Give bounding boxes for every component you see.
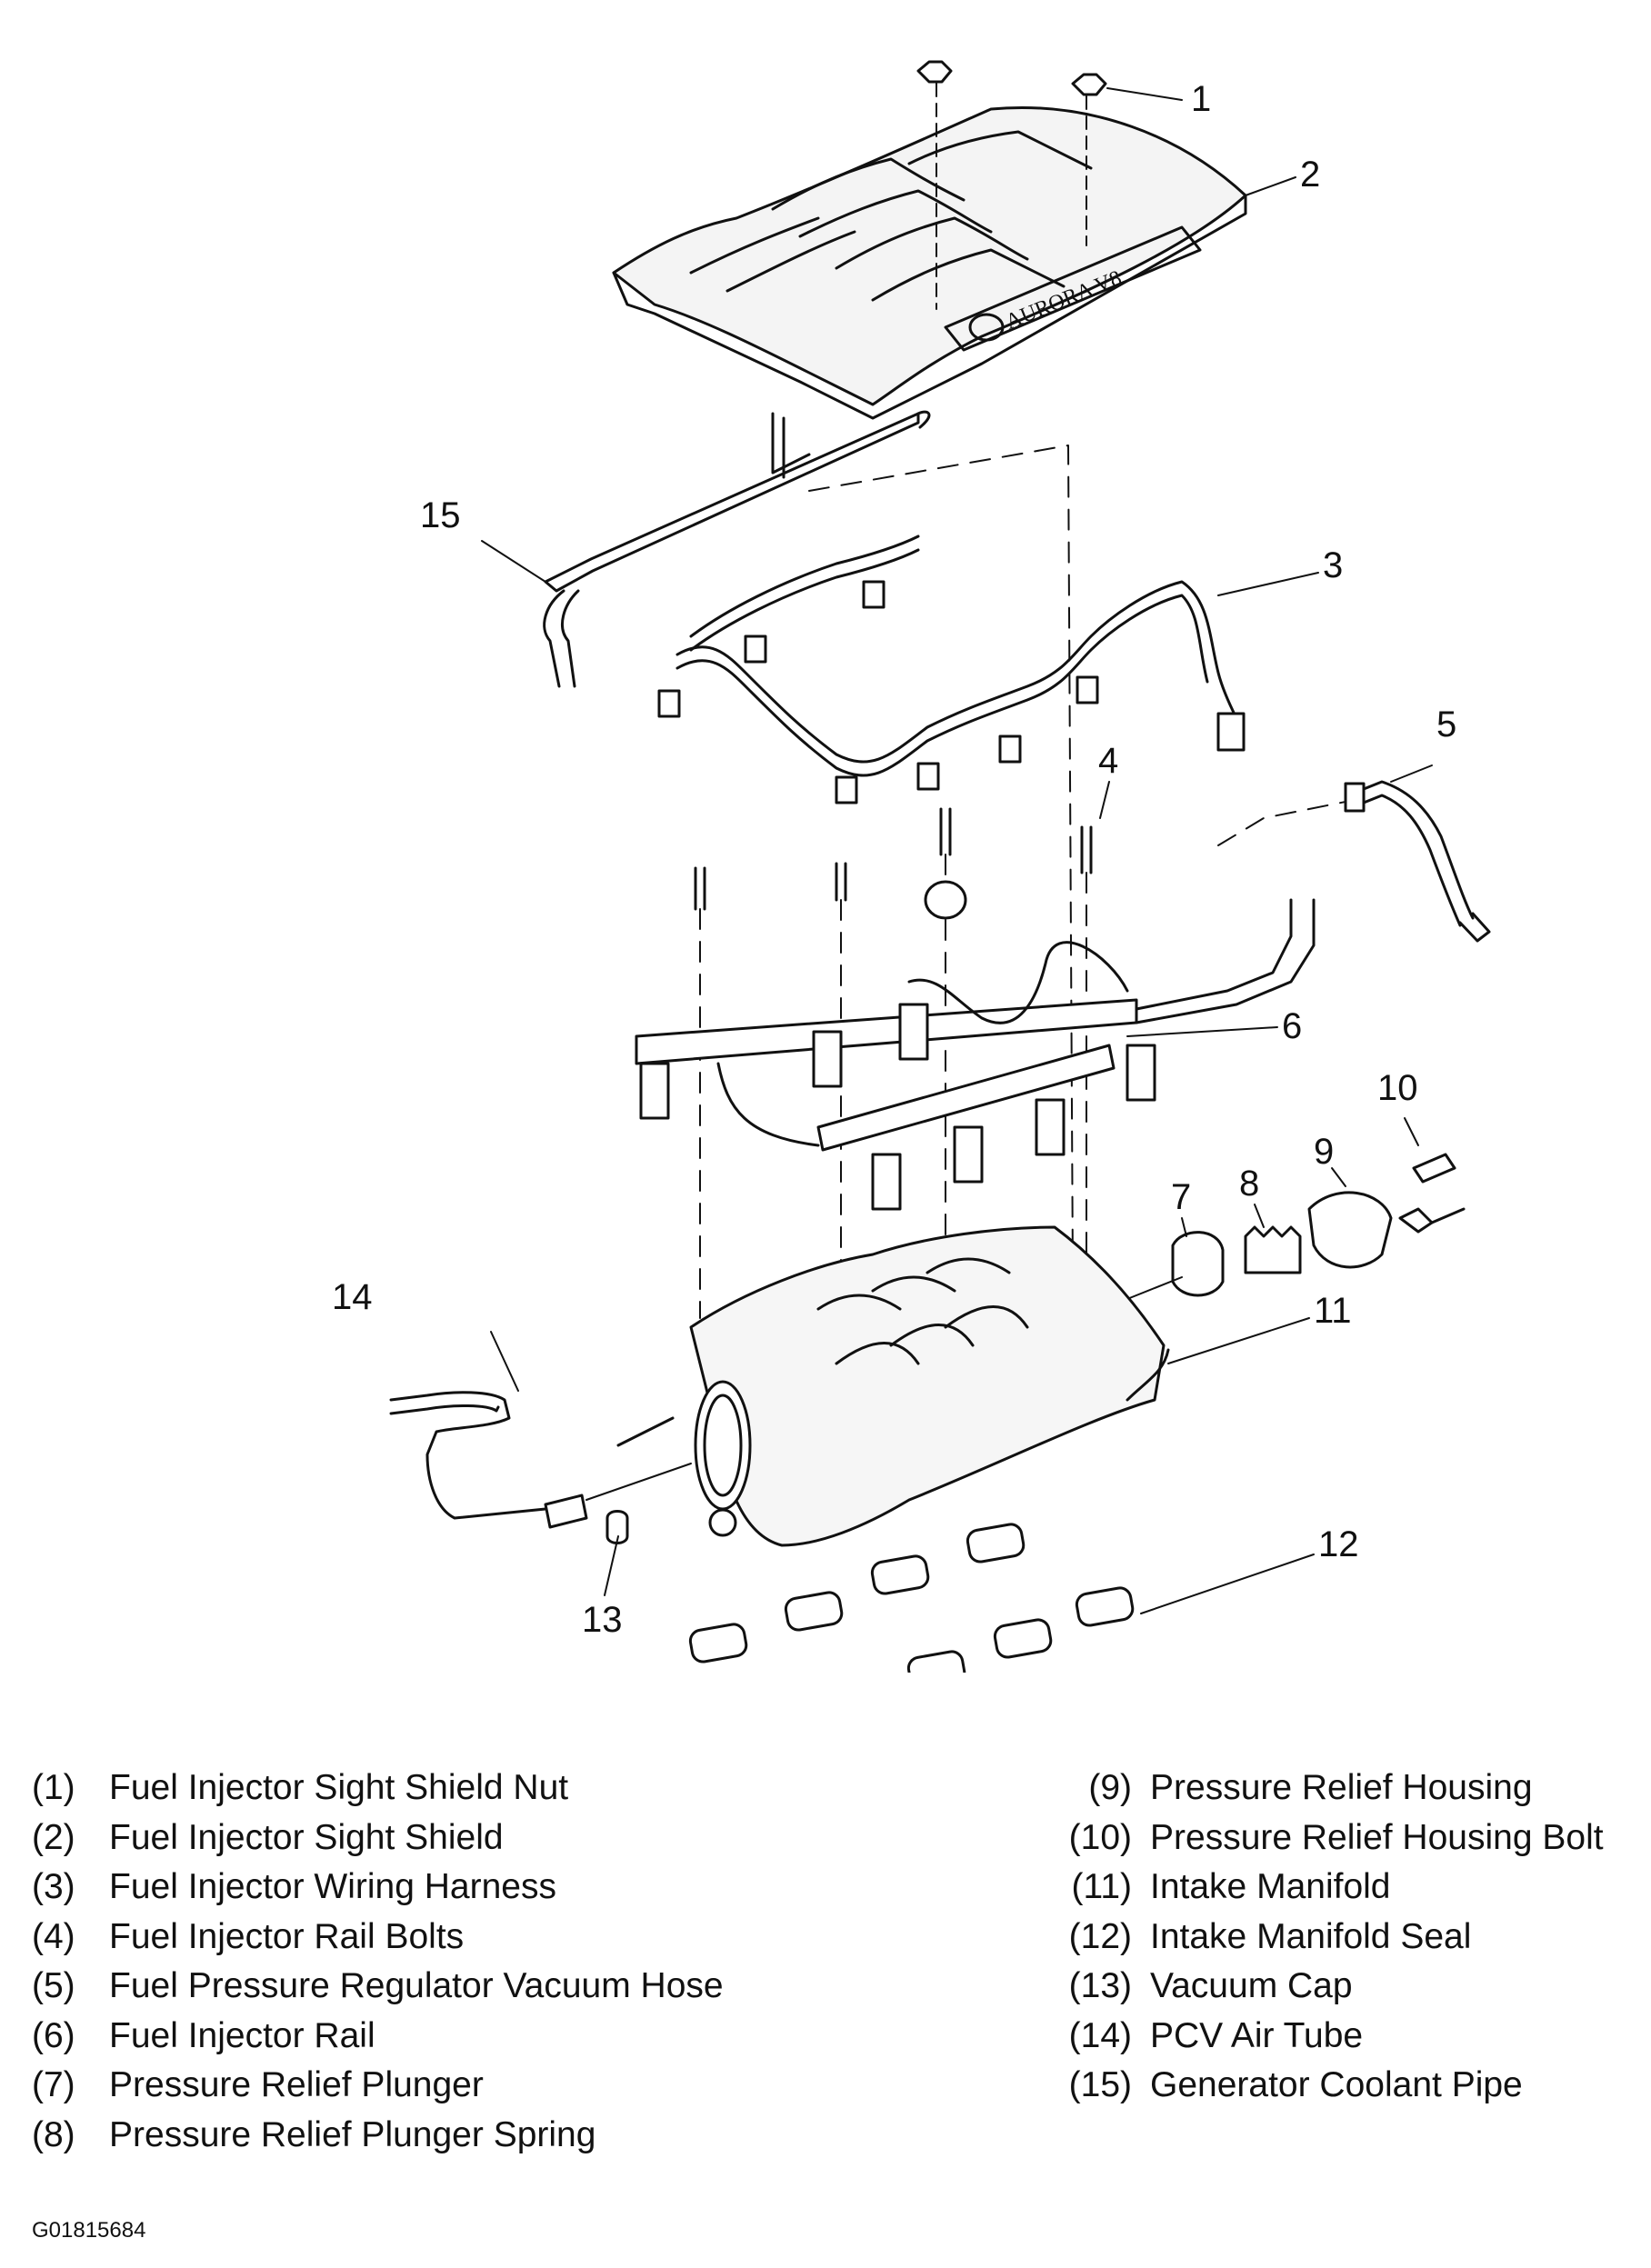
legend-label: Fuel Injector Sight Shield [109,1817,504,1857]
legend-label: PCV Air Tube [1150,2015,1364,2055]
legend-number: (2) [32,1817,75,1857]
legend-item-4: (4) Fuel Injector Rail Bolts [32,1913,724,1963]
legend-label: Fuel Pressure Regulator Vacuum Hose [109,1966,724,2005]
callout-numbers: 1 2 3 4 5 6 7 8 9 10 11 12 13 14 15 [332,79,1456,1640]
legend-label: Intake Manifold Seal [1150,1916,1472,1956]
legend-number: (10) [1068,1817,1132,1857]
callout-6: 6 [1282,1006,1302,1046]
legend-number: (14) [1068,2015,1132,2055]
legend-label: Fuel Injector Sight Shield Nut [109,1768,569,1807]
legend-label: Pressure Relief Housing [1150,1768,1533,1807]
sight-shield-part: AURORA V8 [612,105,1247,420]
legend-label: Pressure Relief Plunger Spring [109,2114,596,2154]
legend-number: (4) [32,1916,75,1956]
legend-item-2: (2) Fuel Injector Sight Shield [32,1813,724,1863]
legend-item-11: (11) Intake Manifold [1032,1863,1604,1913]
callout-14: 14 [332,1277,373,1317]
legend-label: Fuel Injector Rail Bolts [109,1916,465,1956]
callout-12: 12 [1318,1524,1359,1564]
legend-item-10: (10) Pressure Relief Housing Bolt [1032,1813,1604,1863]
callout-10: 10 [1377,1068,1418,1108]
legend-number: (12) [1068,1916,1132,1956]
callout-9: 9 [1314,1132,1334,1172]
callout-8: 8 [1239,1164,1259,1204]
legend-item-6: (6) Fuel Injector Rail [32,2012,724,2062]
legend-label: Fuel Injector Rail [109,2015,375,2055]
legend-number: (7) [32,2065,75,2104]
legend-right-column: (9) Pressure Relief Housing (10) Pressure … [1032,1763,1604,2111]
legend-label: Fuel Injector Wiring Harness [109,1867,556,1906]
legend-item-12: (12) Intake Manifold Seal [1032,1913,1604,1963]
legend-number: (6) [32,2015,75,2055]
legend-number: (1) [32,1768,75,1807]
legend-item-1: (1) Fuel Injector Sight Shield Nut [32,1763,724,1813]
legend-number: (8) [32,2114,75,2154]
callout-3: 3 [1323,545,1343,585]
legend-number: (13) [1068,1966,1132,2005]
intake-manifold-seals-part [688,1523,1135,1673]
legend-item-9: (9) Pressure Relief Housing [1032,1763,1604,1813]
intake-manifold-part [616,1225,1170,1547]
legend-number: (5) [32,1966,75,2005]
legend-label: Pressure Relief Housing Bolt [1150,1817,1604,1857]
legend-number: (15) [1068,2065,1132,2104]
legend-label: Pressure Relief Plunger [109,2065,484,2104]
callout-2: 2 [1300,155,1320,195]
callout-5: 5 [1436,704,1456,744]
generator-coolant-pipe-part [543,410,931,688]
legend-number: (3) [32,1867,75,1906]
callout-15: 15 [420,495,461,535]
vacuum-cap-part [605,1510,629,1544]
legend-item-7: (7) Pressure Relief Plunger [32,2061,724,2111]
fuel-injector-rail-part [635,880,1316,1211]
legend-item-15: (15) Generator Coolant Pipe [1032,2061,1604,2111]
figure-id: G01815684 [32,2218,146,2243]
shield-nut-part [916,60,1107,310]
leader-lines [481,87,1433,1614]
exploded-view-diagram: AURORA V8 [332,60,1491,1673]
legend-number: (9) [1088,1768,1132,1807]
callout-11: 11 [1314,1291,1352,1331]
rail-bolts-part [694,807,1093,1392]
legend-label: Generator Coolant Pipe [1150,2065,1523,2104]
pcv-air-tube-part [389,1391,692,1529]
vacuum-hose-part [1344,780,1491,943]
legend-number: (11) [1071,1867,1132,1906]
legend-item-3: (3) Fuel Injector Wiring Harness [32,1863,724,1913]
callout-1: 1 [1191,79,1211,119]
callout-7: 7 [1171,1177,1191,1217]
legend-label: Intake Manifold [1150,1867,1391,1906]
legend-item-14: (14) PCV Air Tube [1032,2012,1604,2062]
legend-label: Vacuum Cap [1150,1966,1353,2005]
wiring-harness-part [657,535,1246,804]
legend-item-13: (13) Vacuum Cap [1032,1962,1604,2012]
legend-item-8: (8) Pressure Relief Plunger Spring [32,2111,724,2161]
legend-left-column: (1) Fuel Injector Sight Shield Nut (2) Fue… [32,1763,724,2160]
callout-4: 4 [1098,741,1118,781]
legend-item-5: (5) Fuel Pressure Regulator Vacuum Hose [32,1962,724,2012]
callout-13: 13 [582,1600,623,1640]
pressure-relief-parts [1113,1153,1466,1305]
